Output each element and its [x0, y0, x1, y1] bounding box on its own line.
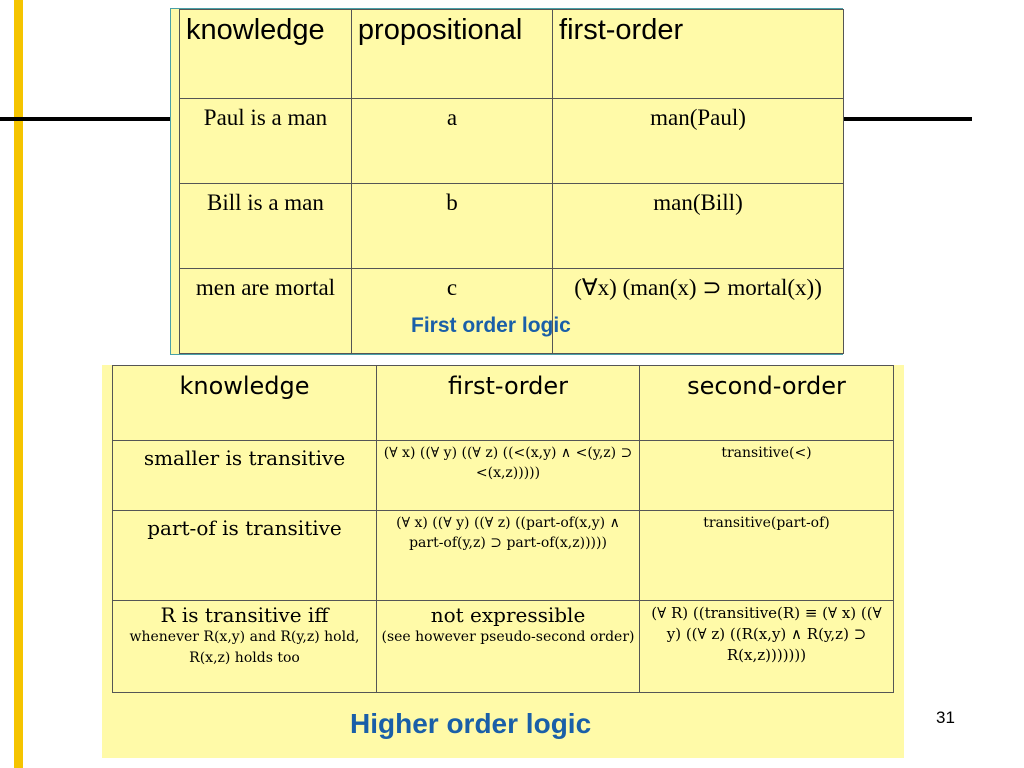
table-row: part-of is transitive (∀ x) ((∀ y) ((∀ z…: [112, 510, 894, 601]
accent-bar: [14, 0, 23, 768]
higher-order-table-box: knowledge first-order second-order small…: [102, 365, 904, 758]
table-header-row: knowledge first-order second-order: [112, 365, 894, 441]
table-row: Bill is a man b man(Bill): [179, 183, 844, 269]
table-cell: Bill is a man: [179, 183, 352, 269]
table-cell: Paul is a man: [179, 98, 352, 184]
table-row: Paul is a man a man(Paul): [179, 98, 844, 184]
cell-main-text: not expressible: [430, 603, 586, 627]
table-cell: (∀ x) ((∀ y) ((∀ z) ((part-of(x,y) ∧ par…: [376, 510, 640, 601]
cell-sub-text: whenever R(x,y) and R(y,z) hold, R(x,z) …: [129, 629, 360, 666]
first-order-table-box: knowledge propositional first-order Paul…: [170, 8, 844, 355]
header-cell: second-order: [639, 365, 894, 441]
header-cell: propositional: [350, 9, 554, 99]
table-cell: men are mortal: [179, 268, 352, 354]
table-cell: not expressible (see however pseudo-seco…: [376, 600, 640, 693]
divider-line-left: [0, 117, 172, 121]
first-order-table: knowledge propositional first-order Paul…: [179, 9, 844, 354]
header-cell: knowledge: [179, 9, 352, 99]
table-cell: c: [350, 268, 554, 354]
header-cell: first-order: [376, 365, 640, 441]
table-row: R is transitive iff whenever R(x,y) and …: [112, 600, 894, 693]
slide-number: 31: [936, 708, 955, 727]
cell-sub-text: (see however pseudo-second order): [381, 629, 635, 645]
table-cell: part-of is transitive: [112, 510, 377, 601]
table-cell: man(Paul): [552, 98, 844, 184]
header-cell: first-order: [552, 9, 844, 99]
table-cell: (∀ x) ((∀ y) ((∀ z) ((<(x,y) ∧ <(y,z) ⊃ …: [376, 440, 640, 511]
table-cell: transitive(part-of): [639, 510, 894, 601]
higher-order-table: knowledge first-order second-order small…: [112, 365, 894, 693]
table-header-row: knowledge propositional first-order: [179, 9, 844, 99]
table-row: smaller is transitive (∀ x) ((∀ y) ((∀ z…: [112, 440, 894, 511]
table-cell: smaller is transitive: [112, 440, 377, 511]
table-cell: R is transitive iff whenever R(x,y) and …: [112, 600, 377, 693]
table-cell: (∀x) (man(x) ⊃ mortal(x)): [552, 268, 844, 354]
divider-line-right: [842, 117, 972, 121]
cell-main-text: R is transitive iff: [160, 603, 329, 627]
table-cell: man(Bill): [552, 183, 844, 269]
header-cell: knowledge: [112, 365, 377, 441]
table-cell: (∀ R) ((transitive(R) ≡ (∀ x) ((∀ y) ((∀…: [639, 600, 894, 693]
table-cell: b: [350, 183, 554, 269]
table-cell: a: [350, 98, 554, 184]
higher-order-caption: Higher order logic: [350, 708, 592, 739]
table-cell: transitive(<): [639, 440, 894, 511]
table-row: men are mortal c (∀x) (man(x) ⊃ mortal(x…: [179, 268, 844, 354]
first-order-caption: First order logic: [411, 314, 571, 337]
